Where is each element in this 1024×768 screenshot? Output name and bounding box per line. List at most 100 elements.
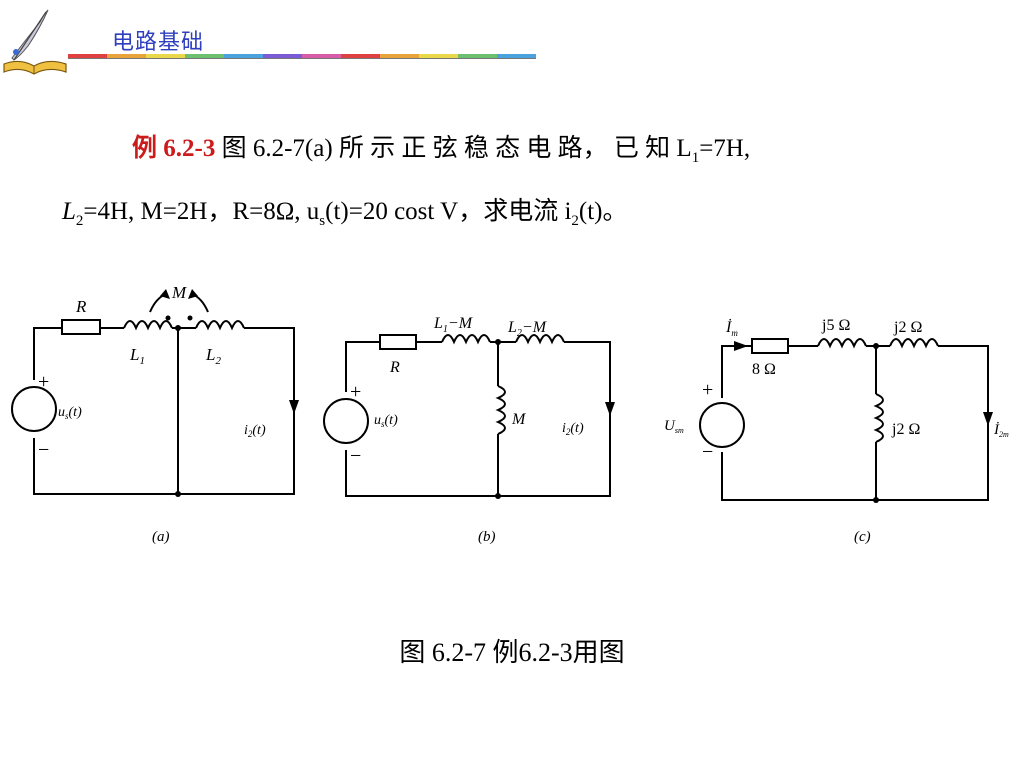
circuit-c-node-top bbox=[873, 343, 879, 349]
circuit-a-label-l2: L2 bbox=[205, 345, 221, 367]
problem-text-2b: (t)=20 cost V，求电流 i bbox=[325, 198, 572, 225]
circuit-c-current-arrow bbox=[983, 412, 993, 426]
circuit-a-wire-3 bbox=[244, 327, 295, 340]
circuit-b-current-label: i2(t) bbox=[562, 421, 584, 437]
circuit-a-inductor-l2 bbox=[195, 320, 245, 331]
figure-caption: 图 6.2-7 例6.2-3用图 bbox=[399, 638, 625, 667]
circuit-c-label-r: 8 Ω bbox=[752, 361, 776, 378]
stripe-segment bbox=[68, 54, 107, 58]
circuit-a-frame bbox=[33, 327, 62, 380]
problem-label: 例 6.2-3 bbox=[132, 135, 216, 162]
circuit-c-caption: (c) bbox=[854, 529, 871, 545]
stripe-segment bbox=[302, 54, 341, 58]
problem-line-1: 例 6.2-3 图 6.2-7(a) 所 示 正 弦 稳 态 电 路， 已 知 … bbox=[62, 122, 972, 185]
course-title: 电路基础 bbox=[112, 30, 205, 55]
circuit-c-label-j5: j5 Ω bbox=[821, 317, 850, 334]
circuit-c-node-bottom bbox=[873, 497, 879, 503]
circuit-b-inductor-top1 bbox=[441, 334, 491, 345]
circuit-figures: R M L1 L2 + − us(t) i2(t) (a) L1−M L2−M … bbox=[0, 268, 1024, 568]
circuit-c-inductor-j2-top bbox=[889, 338, 939, 349]
stripe-segment bbox=[419, 54, 458, 58]
circuit-b-caption: (b) bbox=[478, 529, 496, 545]
circuit-c-plus: + bbox=[702, 379, 713, 401]
circuit-c-label-im: İm bbox=[725, 318, 738, 338]
problem-text-1: 图 6.2-7(a) 所 示 正 弦 稳 态 电 路， 已 知 L bbox=[221, 135, 692, 162]
circuit-a-current-arrow bbox=[289, 400, 299, 414]
problem-us-sub: s bbox=[319, 213, 326, 229]
circuit-b-label-r: R bbox=[389, 359, 400, 376]
circuit-b-resistor bbox=[379, 334, 417, 350]
problem-l2: L bbox=[62, 198, 76, 225]
circuit-b-left bbox=[345, 341, 380, 392]
circuit-c-minus: − bbox=[702, 441, 713, 463]
circuit-a-coupling-arrowhead-right bbox=[188, 289, 198, 299]
circuit-c bbox=[699, 338, 989, 501]
circuit-b-node-bottom bbox=[495, 493, 501, 499]
circuit-a-minus: − bbox=[38, 439, 49, 461]
circuit-a bbox=[11, 293, 295, 495]
stripe-segment bbox=[146, 54, 185, 58]
circuit-c-left bbox=[721, 345, 752, 398]
circuit-c-bottom bbox=[721, 345, 989, 501]
stripe-segment bbox=[107, 54, 146, 58]
circuit-b-label-top2: L2−M bbox=[507, 319, 548, 339]
circuit-b-label-top1: L1−M bbox=[433, 315, 474, 335]
circuit-c-input-arrow bbox=[734, 341, 748, 351]
circuit-a-dot-l2 bbox=[187, 315, 193, 321]
circuit-a-bottom-left bbox=[33, 340, 295, 495]
circuit-c-source bbox=[699, 402, 745, 448]
circuit-c-label-j2-mid: j2 Ω bbox=[891, 421, 920, 438]
circuit-a-node-top bbox=[175, 325, 181, 331]
circuit-b-label-m: M bbox=[511, 411, 527, 428]
circuit-a-plus: + bbox=[38, 371, 49, 393]
circuit-b-inductor-m bbox=[495, 385, 506, 435]
circuit-a-coupling-arrowhead-left bbox=[160, 289, 170, 299]
circuit-a-caption: (a) bbox=[152, 529, 170, 545]
problem-statement: 例 6.2-3 图 6.2-7(a) 所 示 正 弦 稳 态 电 路， 已 知 … bbox=[62, 122, 972, 248]
stripe-segment bbox=[341, 54, 380, 58]
problem-text-2c: (t)。 bbox=[578, 198, 628, 225]
problem-l1-value: =7H, bbox=[699, 135, 751, 162]
circuit-b-plus: + bbox=[350, 381, 361, 403]
circuit-a-label-l1: L1 bbox=[129, 345, 145, 367]
stripe-segment bbox=[380, 54, 419, 58]
problem-line-2: L2=4H, M=2H，R=8Ω, us(t)=20 cost V，求电流 i2… bbox=[62, 185, 972, 248]
header-rule bbox=[68, 58, 536, 59]
problem-l2-sub: 2 bbox=[75, 213, 84, 229]
circuit-b-source bbox=[323, 398, 369, 444]
circuit-a-source-label: us(t) bbox=[58, 405, 82, 421]
problem-text-2: =4H, M=2H，R=8Ω, u bbox=[83, 198, 320, 225]
circuit-c-current-label: İ2m bbox=[993, 422, 1009, 439]
stripe-segment bbox=[458, 54, 497, 58]
circuit-b bbox=[323, 334, 611, 497]
stripe-segment bbox=[263, 54, 302, 58]
circuit-c-resistor bbox=[751, 338, 789, 354]
problem-l1-sub: 1 bbox=[691, 150, 700, 166]
stripe-segment bbox=[497, 54, 536, 58]
circuit-figures-svg: R M L1 L2 + − us(t) i2(t) (a) L1−M L2−M … bbox=[11, 283, 1009, 545]
circuit-b-source-label: us(t) bbox=[374, 413, 398, 429]
circuit-c-inductor-j2-mid bbox=[873, 393, 884, 443]
circuit-a-label-m: M bbox=[171, 283, 187, 302]
circuit-b-current-arrow bbox=[605, 402, 615, 416]
circuit-b-inductor-top2 bbox=[515, 334, 565, 345]
circuit-a-label-r: R bbox=[75, 297, 87, 316]
problem-i2-sub: 2 bbox=[571, 213, 579, 229]
stripe-segment bbox=[224, 54, 263, 58]
circuit-b-minus: − bbox=[350, 445, 361, 467]
circuit-a-current-label: i2(t) bbox=[244, 423, 266, 439]
circuit-a-inductor-l1 bbox=[123, 320, 173, 331]
circuit-c-source-label: Usm bbox=[664, 418, 684, 435]
circuit-b-bottom bbox=[345, 341, 611, 497]
circuit-a-node-bottom bbox=[175, 491, 181, 497]
circuit-c-inductor-j5 bbox=[817, 338, 867, 349]
circuit-a-dot-l1 bbox=[165, 315, 171, 321]
header-color-stripe bbox=[68, 52, 536, 60]
circuit-a-source bbox=[11, 386, 57, 432]
circuit-b-node-top bbox=[495, 339, 501, 345]
slide-header: 电路基础 bbox=[0, 0, 560, 80]
circuit-c-label-j2-top: j2 Ω bbox=[893, 319, 922, 336]
stripe-segment bbox=[185, 54, 224, 58]
quill-book-icon bbox=[3, 9, 67, 75]
circuit-a-resistor bbox=[61, 319, 101, 335]
